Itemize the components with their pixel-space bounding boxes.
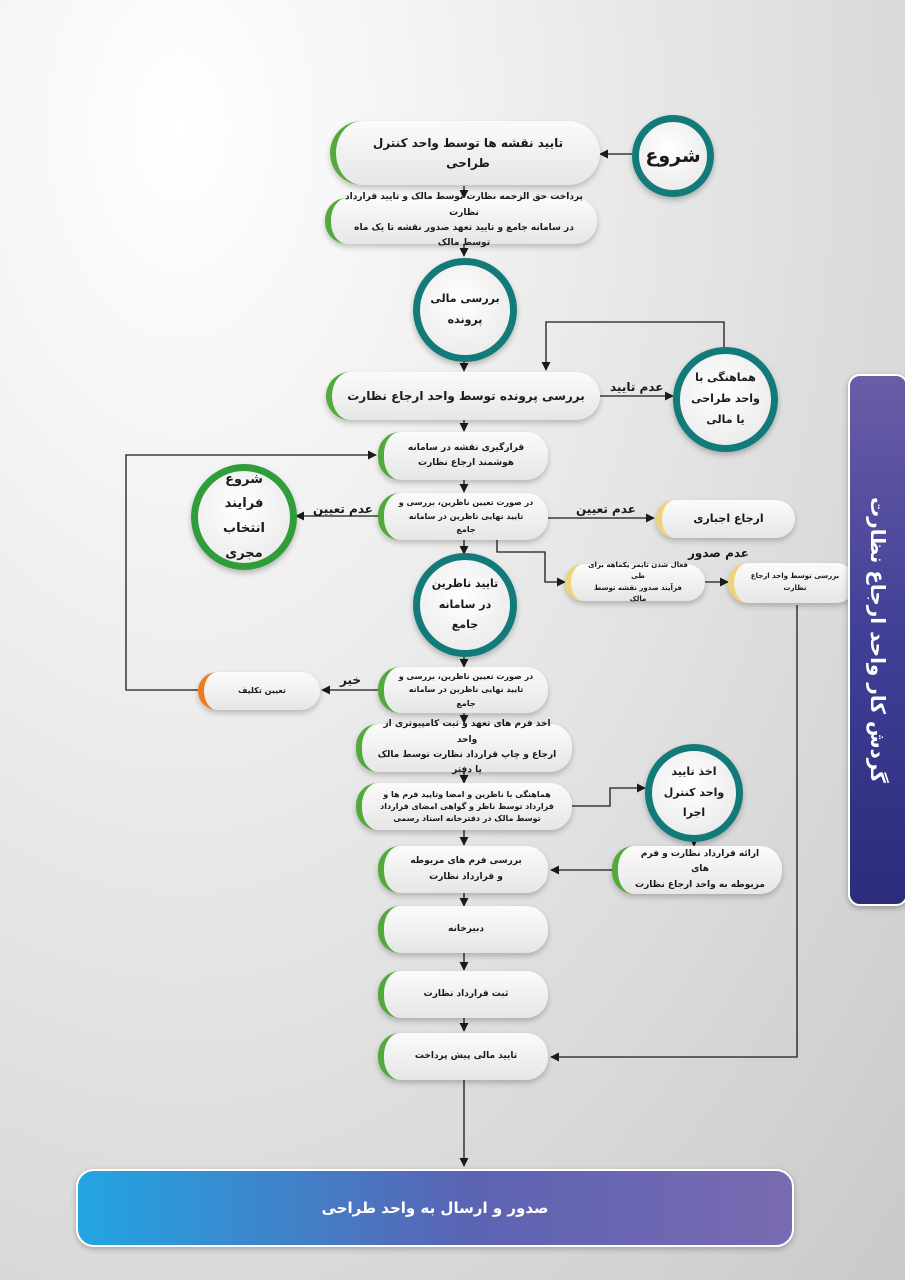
review-unit-step: بررسی توسط واحد ارجاع نظارت [728,563,856,603]
timer-step: فعال شدن تایمر یکماهه برای طی فرآیند صدو… [565,561,705,603]
assign-task-step: تعیین تکلیف [198,672,320,710]
if-assign-step-1: در صورت تعیین ناظرین، بررسی و تایید نهای… [378,493,548,540]
start-executor-node: شروع فرایند انتخاب مجری [191,464,297,570]
prepayment-step: تایید مالی پیش پرداخت [378,1033,548,1080]
forms-step: اخذ فرم های تعهد و ثبت کامپیوتری از واحد… [356,719,572,775]
edge-label-no: خیر [340,673,362,687]
placement-step: قرارگیری نقشه در سامانه هوشمند ارجاع نظا… [378,432,548,480]
approve-maps-step: تایید نقشه ها توسط واحد کنترل طراحی [330,121,600,185]
coordinate-sign-step: هماهنگی با ناظرین و امضا وتایید فرم ها و… [356,783,572,830]
edge-label-not-assigned-right: عدم تعیین [576,502,636,516]
financial-review-node: بررسی مالی پرونده [413,258,517,362]
file-review-step: بررسی پرونده توسط واحد ارجاع نظارت [326,372,600,420]
coordination-node: هماهنگی با واحد طراحی یا مالی [673,347,778,452]
check-forms-step: بررسی فرم های مربوطه و قرارداد نظارت [378,846,548,893]
exec-control-node: اخذ تایید واحد کنترل اجرا [645,744,743,842]
start-node: شروع [632,115,714,197]
forced-referral-step: ارجاع اجباری [656,500,795,538]
submit-contract-step: ارائه قرارداد نظارت و فرم های مربوطه به … [612,846,782,894]
pay-fee-step: پرداخت حق الزحمه نظارت توسط مالک و تایید… [325,192,597,248]
side-title: گردش کار واحد ارجاع نظارت [866,497,890,783]
edge-label-not-issued: عدم صدور [688,546,749,560]
final-step-label: صدور و ارسال به واحد طراحی [321,1199,549,1217]
edge-label-not-approved: عدم تایید [610,380,664,394]
register-contract-step: ثبت قرارداد نظارت [378,971,548,1018]
if-assign-step-2: در صورت تعیین ناظرین، بررسی و تایید نهای… [378,667,548,713]
final-step-bar: صدور و ارسال به واحد طراحی [76,1169,794,1247]
secretariat-step: دبیرخانه [378,906,548,953]
edge-label-not-assigned-left: عدم تعیین [313,502,373,516]
side-title-panel: گردش کار واحد ارجاع نظارت [848,374,905,906]
approve-supervisors-node: تایید ناظرین در سامانه جامع [413,553,517,657]
